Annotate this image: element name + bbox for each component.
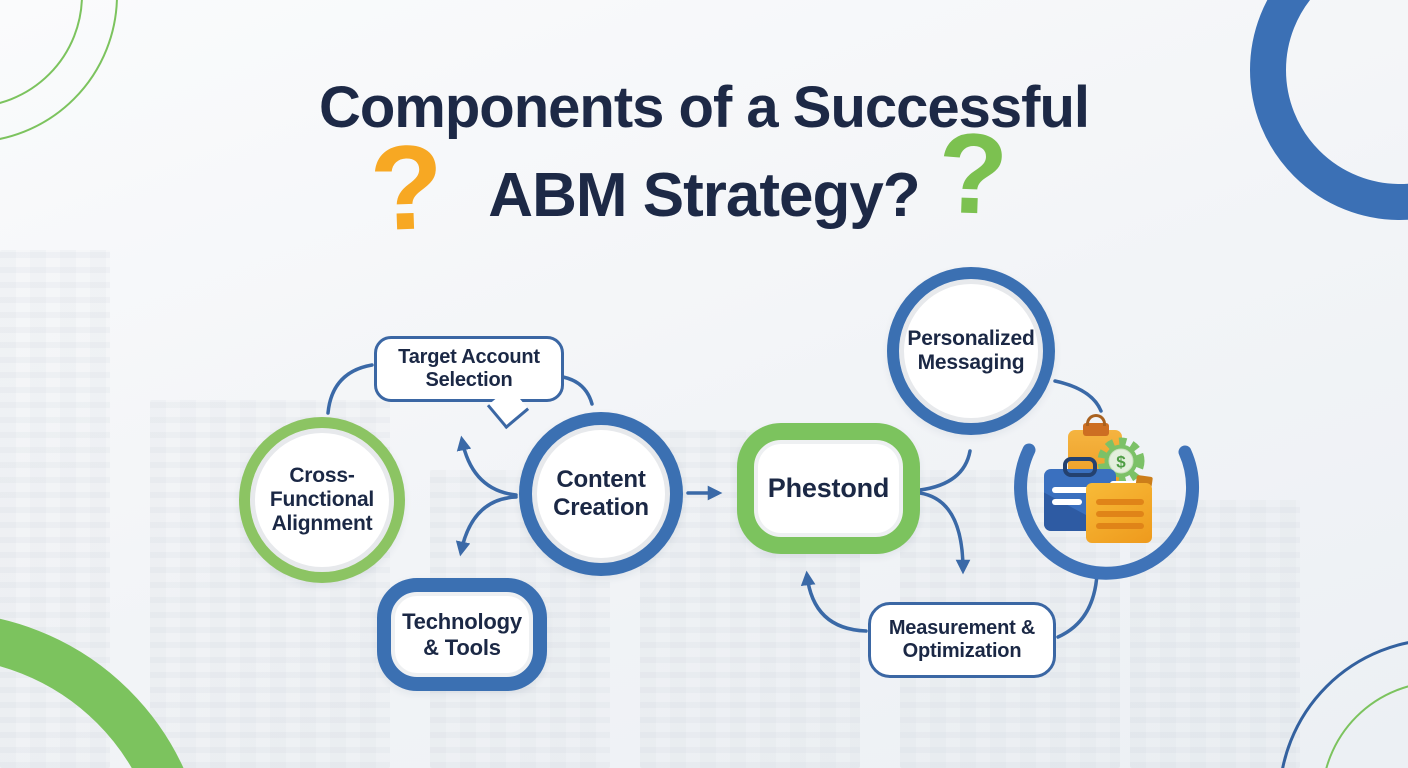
note-text-line (1096, 523, 1144, 529)
arrow-meas-up-to-phestond (800, 570, 868, 633)
arrow-cc-up-to-tas (456, 435, 518, 497)
briefcase-detail-line (1052, 487, 1094, 493)
node-measurement-optimization: Measurement & Optimization (868, 602, 1056, 678)
node-cross-functional-alignment: Cross-Functional Alignment (239, 417, 405, 583)
node-personalized-messaging: Personalized Messaging (887, 267, 1055, 435)
resources-icon-cluster: $ (1020, 412, 1195, 592)
node-label: Phestond (767, 472, 890, 503)
node-technology-tools: Technology & Tools (377, 578, 547, 691)
skyline-building (1130, 500, 1300, 768)
node-label: Content Creation (553, 466, 649, 521)
link-cfa-to-tas (326, 363, 374, 415)
node-label: Cross-Functional Alignment (269, 463, 375, 536)
node-label: Personalized Messaging (907, 326, 1035, 374)
arrow-phestond-down-to-meas (918, 491, 971, 575)
link-icons-to-meas (1056, 572, 1099, 639)
icon-circle-arc (1014, 443, 1200, 580)
question-mark-icon-green: ? (935, 109, 1010, 240)
node-target-account-selection: Target Account Selection (374, 336, 564, 430)
note-text-line (1096, 499, 1144, 505)
link-pm-to-icons (1053, 379, 1103, 413)
node-content-creation: Content Creation (519, 412, 683, 576)
node-label: Measurement & Optimization (888, 617, 1036, 662)
node-label: Target Account Selection (398, 346, 540, 391)
dollar-sign: $ (1116, 453, 1126, 472)
title-line-1: Components of a Successful (318, 75, 1090, 140)
briefcase-handle (1063, 457, 1097, 477)
node-label: Technology & Tools (402, 609, 522, 660)
briefcase-detail-line (1052, 499, 1082, 505)
title-line-2: ABM Strategy? (488, 161, 920, 230)
node-phestond: Phestond (737, 423, 920, 554)
question-mark-icon-orange: ? (367, 119, 446, 257)
link-tas-to-cc (561, 375, 594, 406)
arrow-cc-down-to-tech (455, 495, 518, 557)
note-text-line (1096, 511, 1144, 517)
clipboard-clip (1083, 423, 1109, 436)
link-phestond-to-pm (918, 449, 972, 492)
clipboard-handle (1086, 414, 1106, 426)
